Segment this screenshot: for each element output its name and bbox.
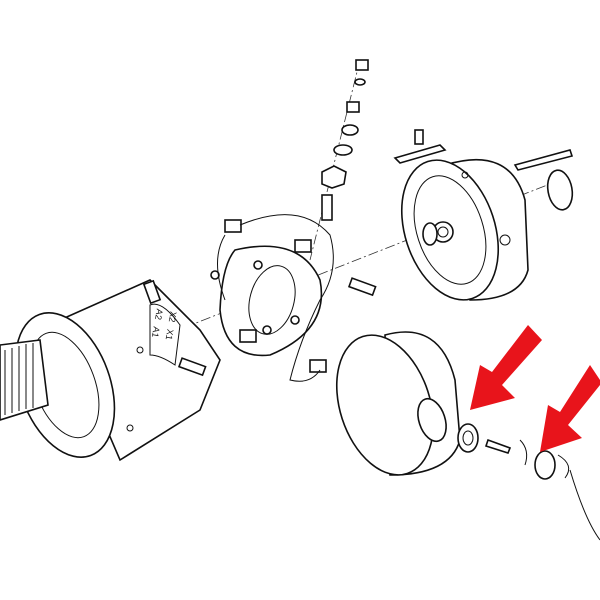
- terminal-label-a2: A2: [153, 308, 165, 321]
- motor-housing: X2 X1 A2 A1: [0, 279, 221, 462]
- terminal-hardware-stack: [321, 59, 369, 221]
- end-cap: [393, 129, 574, 301]
- red-arrow-2: [540, 365, 600, 452]
- red-arrow-1: [470, 325, 542, 410]
- terminal-label-x1: X1: [164, 328, 176, 341]
- terminal-label-a1: A1: [150, 326, 162, 339]
- drive-cap: [335, 331, 600, 541]
- terminal-label-x2: X2: [167, 310, 179, 323]
- brush-plate: [210, 214, 377, 382]
- axis-line-vertical: [309, 59, 361, 261]
